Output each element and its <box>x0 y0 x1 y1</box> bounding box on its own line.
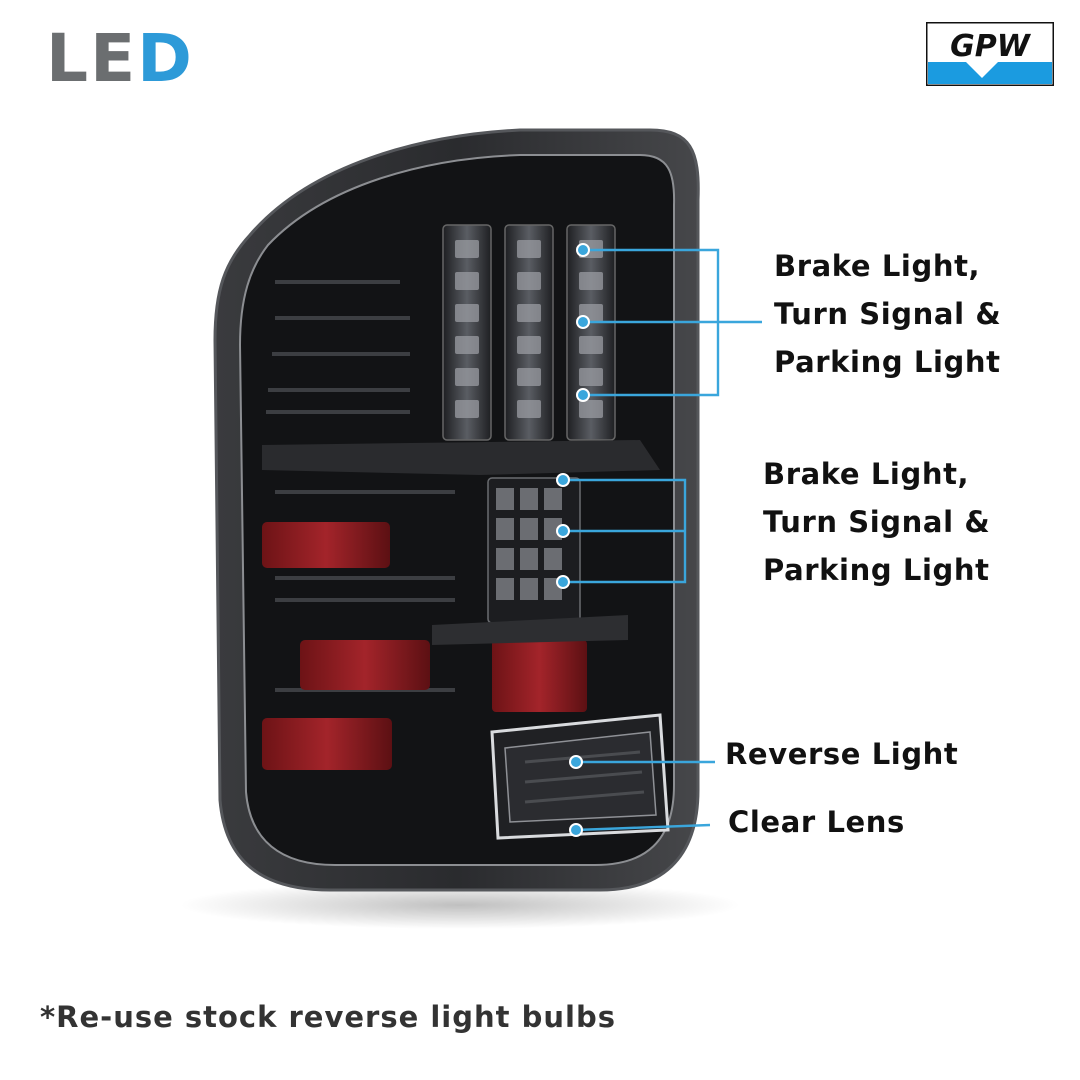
callout-clear-lens: Clear Lens <box>728 798 905 846</box>
red-reflector-2 <box>300 640 430 690</box>
callout-upper-line-2: Turn Signal & <box>774 297 1002 331</box>
callout-clear-lens-label: Clear Lens <box>728 805 905 839</box>
callout-dot <box>556 575 570 589</box>
callout-dot <box>576 243 590 257</box>
callout-upper: Brake Light, Turn Signal & Parking Light <box>774 242 1001 386</box>
callout-middle: Brake Light, Turn Signal & Parking Light <box>763 450 990 594</box>
callout-leaders <box>556 243 762 837</box>
led-logo: L E D <box>46 24 194 94</box>
upper-fins <box>266 280 410 414</box>
reverse-ribs <box>524 750 645 804</box>
callout-middle-line-2: Turn Signal & <box>763 505 991 539</box>
lower-shelf <box>432 615 628 645</box>
led-letter-d: D <box>137 20 194 97</box>
led-letter-e: E <box>90 20 138 97</box>
callout-middle-line-1: Brake Light, <box>763 457 970 491</box>
footnote: *Re-use stock reverse light bulbs <box>40 1000 616 1034</box>
mid-shelf <box>262 440 660 475</box>
callout-dot <box>556 524 570 538</box>
brand-text: GPW <box>950 29 1032 64</box>
red-reflector-1 <box>262 522 390 568</box>
callout-middle-line-3: Parking Light <box>763 553 990 587</box>
upper-led-columns <box>442 224 616 441</box>
callout-dot <box>576 388 590 402</box>
callout-reverse-light-label: Reverse Light <box>725 737 959 771</box>
callout-dot <box>569 823 583 837</box>
brand-logo: GPW <box>926 22 1054 86</box>
callout-dot <box>556 473 570 487</box>
callout-upper-line-3: Parking Light <box>774 345 1001 379</box>
callout-reverse-light: Reverse Light <box>725 730 958 778</box>
callout-dot <box>576 315 590 329</box>
floor-shadow <box>180 881 740 929</box>
red-reflector-3 <box>492 640 587 712</box>
middle-led-cluster <box>487 477 581 624</box>
callout-upper-line-1: Brake Light, <box>774 249 981 283</box>
red-reflector-4 <box>262 718 392 770</box>
led-letter-l: L <box>46 20 91 97</box>
callout-dot <box>569 755 583 769</box>
